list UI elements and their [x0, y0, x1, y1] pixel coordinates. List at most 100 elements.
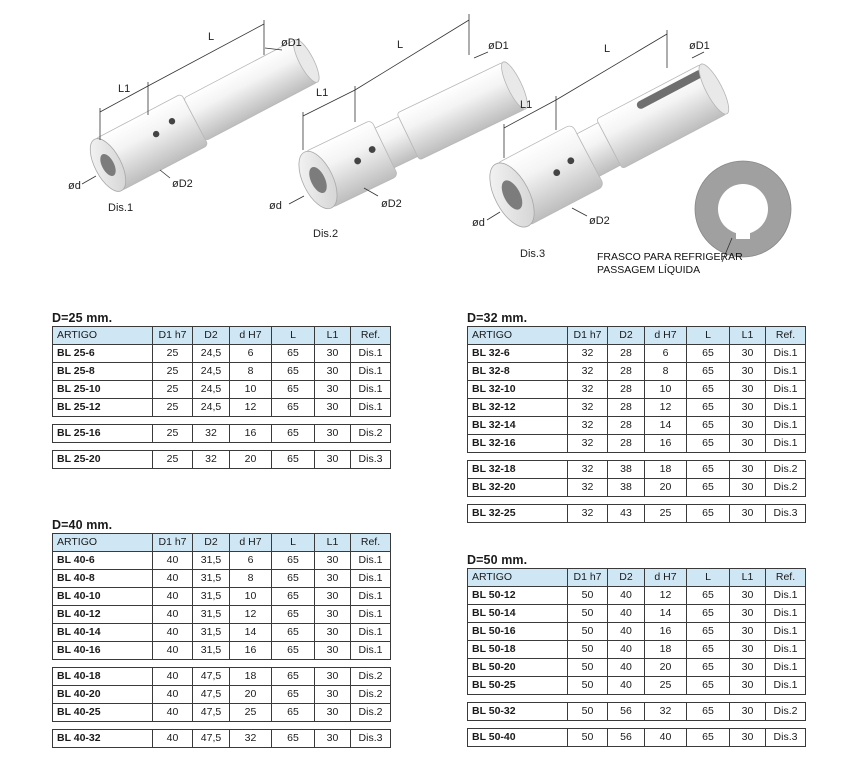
- column-header: L1: [729, 568, 766, 587]
- table-cell: 31,5: [192, 587, 230, 606]
- table-cell: Dis.1: [350, 623, 391, 642]
- table-cell: 30: [729, 728, 766, 747]
- table-title-d25: D=25 mm.: [52, 311, 113, 325]
- group-spacer: [53, 722, 391, 730]
- table-cell: 32: [567, 478, 608, 497]
- column-header: D2: [192, 533, 230, 552]
- coolant-label-line1: FRASCO PARA REFRIGERAR: [597, 251, 743, 263]
- table-cell: 20: [644, 478, 687, 497]
- article-code-cell: BL 32-12: [467, 398, 568, 417]
- article-code-cell: BL 32-20: [467, 478, 568, 497]
- table-cell: 30: [314, 641, 351, 660]
- article-code-cell: BL 50-18: [467, 640, 568, 659]
- table-cell: 47,5: [192, 685, 230, 704]
- dis1-L-label: L: [208, 31, 214, 43]
- table-cell: 32: [567, 460, 608, 479]
- table-cell: 25: [644, 504, 687, 523]
- table-cell: Dis.1: [765, 622, 806, 641]
- table-cell: 65: [686, 728, 730, 747]
- table-cell: 40: [607, 676, 645, 695]
- table-cell: 14: [644, 604, 687, 623]
- table-cell: 30: [314, 450, 351, 469]
- table-cell: Dis.1: [350, 362, 391, 381]
- table-cell: 65: [686, 622, 730, 641]
- table-cell: 50: [567, 702, 608, 721]
- article-code-cell: BL 25-8: [52, 362, 153, 381]
- table-cell: 31,5: [192, 641, 230, 660]
- table-cell: 32: [567, 380, 608, 399]
- table-cell: 32: [567, 398, 608, 417]
- table-cell: 28: [607, 434, 645, 453]
- table-cell: 65: [271, 398, 315, 417]
- dis1-caption: Dis.1: [108, 202, 133, 214]
- table-cell: 40: [152, 569, 193, 588]
- table-cell: 65: [686, 362, 730, 381]
- table-cell: 8: [644, 362, 687, 381]
- table-cell: Dis.1: [765, 416, 806, 435]
- table-cell: 65: [271, 450, 315, 469]
- table-cell: 31,5: [192, 623, 230, 642]
- table-cell: Dis.1: [765, 344, 806, 363]
- table-cell: Dis.1: [765, 676, 806, 695]
- column-header: d H7: [229, 326, 272, 345]
- table-cell: 30: [729, 504, 766, 523]
- column-header: d H7: [229, 533, 272, 552]
- column-header: D2: [607, 568, 645, 587]
- article-code-cell: BL 40-8: [52, 569, 153, 588]
- column-header: L: [271, 533, 315, 552]
- table-cell: 30: [314, 703, 351, 722]
- dis3-D2-label: øD2: [589, 215, 610, 227]
- group-spacer: [468, 453, 806, 461]
- table-cell: 25: [152, 362, 193, 381]
- table-cell: 30: [729, 658, 766, 677]
- table-cell: 24,5: [192, 344, 230, 363]
- table-cell: Dis.1: [765, 586, 806, 605]
- dis3-drawing: L L1 øD1 øD2 ød Dis.3: [472, 30, 730, 260]
- table-cell: 65: [686, 398, 730, 417]
- table-cell: 12: [229, 605, 272, 624]
- table-cell: 65: [686, 344, 730, 363]
- table-cell: 38: [607, 478, 645, 497]
- table-cell: 32: [567, 416, 608, 435]
- column-header: L1: [729, 326, 766, 345]
- table-cell: 40: [607, 658, 645, 677]
- table-cell: 65: [271, 667, 315, 686]
- table-cell: Dis.2: [350, 424, 391, 443]
- table-cell: 50: [567, 676, 608, 695]
- table-cell: 32: [567, 434, 608, 453]
- table-cell: 65: [271, 380, 315, 399]
- table-cell: 30: [314, 398, 351, 417]
- table-cell: 30: [729, 622, 766, 641]
- table-cell: Dis.1: [765, 640, 806, 659]
- article-code-cell: BL 40-14: [52, 623, 153, 642]
- column-header: D1 h7: [152, 326, 193, 345]
- table-cell: 30: [729, 460, 766, 479]
- article-code-cell: BL 25-20: [52, 450, 153, 469]
- article-code-cell: BL 40-20: [52, 685, 153, 704]
- article-code-cell: BL 25-6: [52, 344, 153, 363]
- table-cell: 30: [314, 424, 351, 443]
- table-cell: 40: [644, 728, 687, 747]
- table-cell: Dis.3: [765, 728, 806, 747]
- table-cell: 30: [314, 380, 351, 399]
- table-cell: 65: [686, 640, 730, 659]
- table-cell: 65: [271, 569, 315, 588]
- table-cell: 65: [686, 586, 730, 605]
- table-cell: Dis.1: [350, 641, 391, 660]
- table-cell: Dis.1: [765, 380, 806, 399]
- dis2-d-label: ød: [269, 200, 282, 212]
- table-cell: 28: [607, 416, 645, 435]
- table-cell: Dis.2: [350, 667, 391, 686]
